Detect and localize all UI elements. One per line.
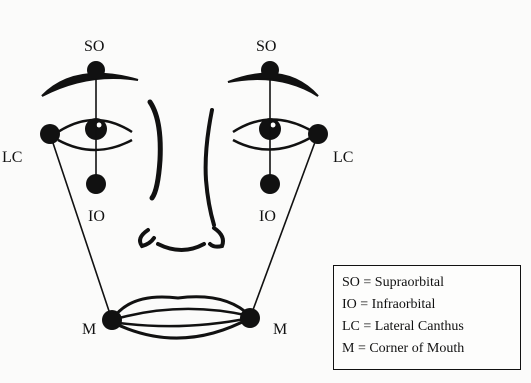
legend-item-lc: LC = Lateral Canthus <box>342 316 520 338</box>
measurement-lines <box>50 70 318 320</box>
mouth <box>112 297 250 338</box>
lc-left-label: LC <box>2 149 22 166</box>
io-left-point <box>86 174 106 194</box>
so-left-point <box>87 61 105 79</box>
lc-right-point <box>308 124 328 144</box>
legend-item-io: IO = Infraorbital <box>342 294 520 316</box>
m-left-point <box>102 310 122 330</box>
nose <box>140 102 223 250</box>
right-eye <box>233 118 310 150</box>
left-eye <box>58 118 132 150</box>
m-right-label: M <box>273 321 287 338</box>
lc-left-point <box>40 124 60 144</box>
lc-right-label: LC <box>333 149 353 166</box>
legend-box: SO = Supraorbital IO = Infraorbital LC =… <box>333 265 521 370</box>
m-left-label: M <box>82 321 96 338</box>
io-left-label: IO <box>88 208 105 225</box>
io-right-point <box>260 174 280 194</box>
so-right-label: SO <box>256 38 276 55</box>
landmark-points <box>40 61 328 330</box>
so-left-label: SO <box>84 38 104 55</box>
so-right-point <box>261 61 279 79</box>
left-eyebrow <box>42 74 138 96</box>
io-right-label: IO <box>259 208 276 225</box>
legend-item-m: M = Corner of Mouth <box>342 338 520 360</box>
legend-item-so: SO = Supraorbital <box>342 272 520 294</box>
m-right-point <box>240 308 260 328</box>
